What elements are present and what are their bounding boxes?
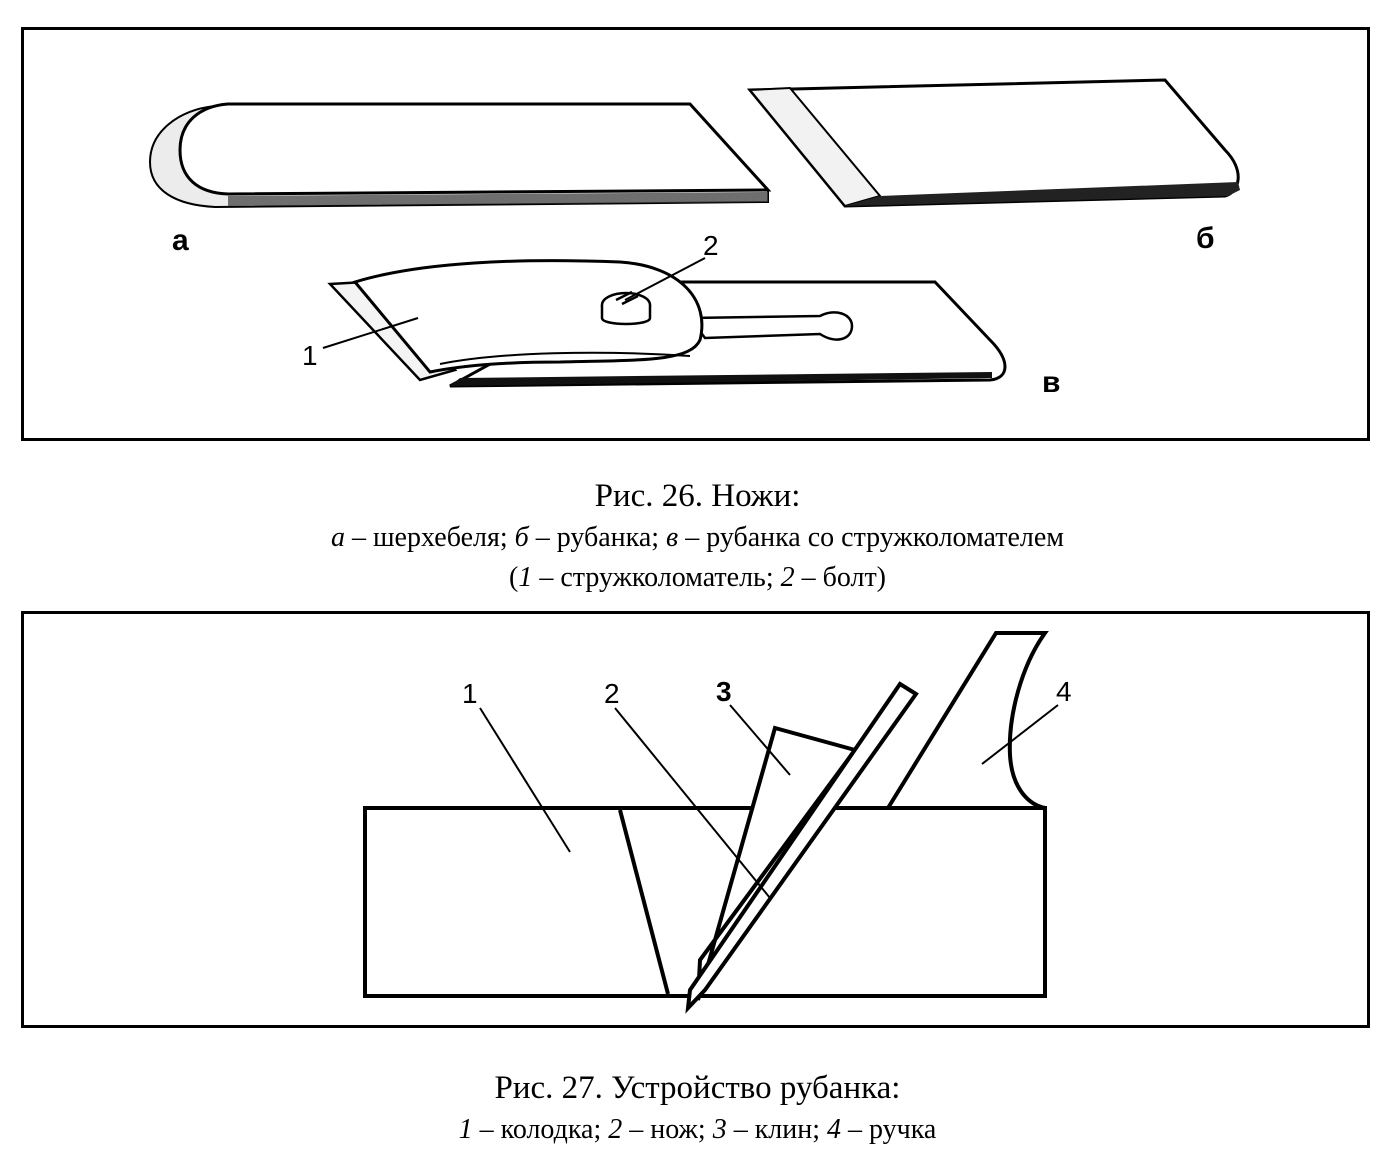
fig27-caption-line1: 1 – колодка; 2 – нож; 3 – клин; 4 – ручк… (458, 1114, 937, 1145)
fig26-leaders (322, 257, 706, 349)
label-v: в (1042, 366, 1061, 399)
label-b: б (1196, 222, 1215, 255)
label-fig27-2: 2 (604, 678, 620, 709)
label-fig26-1: 1 (302, 340, 318, 371)
figure-27-frame (21, 611, 1370, 1028)
fig26-caption-line1: а – шерхебеля; б – рубанка; в – рубанка … (330, 522, 1065, 553)
knife-v (327, 259, 1007, 388)
fig27-caption-title: Рис. 27. Устройство рубанка: (494, 1070, 901, 1106)
fig27-leaders (479, 704, 1059, 899)
label-fig27-1: 1 (462, 678, 478, 709)
label-a: а (172, 224, 189, 257)
label-fig27-4: 4 (1056, 676, 1072, 707)
fig26-caption-title: Рис. 26. Ножи: (594, 478, 801, 514)
fig26-caption-line2: (1 – стружколоматель; 2 – болт) (508, 562, 887, 593)
label-fig27-3: 3 (716, 676, 732, 707)
plane-diagram (363, 631, 1049, 1014)
knife-b (746, 78, 1240, 208)
knife-a (148, 102, 772, 209)
figure-26-frame (21, 27, 1370, 441)
label-fig26-2: 2 (703, 230, 719, 261)
